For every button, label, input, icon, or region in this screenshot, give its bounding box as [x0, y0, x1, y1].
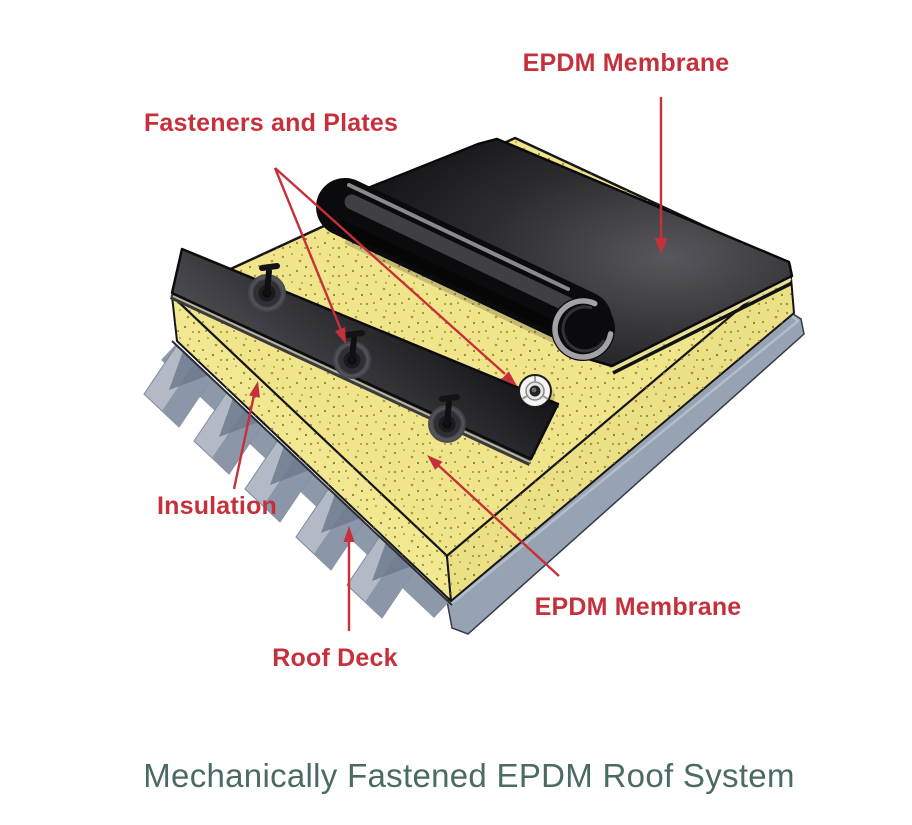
callout-arrows: [232, 97, 668, 631]
arrow-roof-deck: [343, 526, 355, 631]
label-roof-deck: Roof Deck: [272, 644, 398, 672]
arrow-epdm-membrane-top: [654, 97, 668, 254]
epdm-membrane-strip: [170, 247, 560, 466]
arrow-fasteners-2: [274, 167, 517, 386]
diagram-caption: Mechanically Fastened EPDM Roof System: [143, 757, 795, 794]
label-fasteners-and-plates: Fasteners and Plates: [143, 109, 399, 137]
label-epdm-membrane-top: EPDM Membrane: [522, 49, 730, 77]
arrow-fasteners-1: [273, 167, 346, 344]
fastener-and-plate-1: [248, 263, 286, 312]
label-epdm-membrane-bottom: EPDM Membrane: [534, 593, 742, 621]
arrow-epdm-membrane-bottom: [427, 455, 560, 577]
epdm-membrane-sheet: [316, 137, 794, 375]
fastener-and-plate-2: [333, 330, 371, 379]
label-insulation: Insulation: [156, 492, 278, 520]
fastener-plate-exposed: [518, 374, 555, 409]
arrow-insulation: [232, 381, 260, 490]
fastener-and-plate-3: [428, 394, 466, 443]
epdm-membrane-roll: [316, 178, 615, 361]
roof-deck-layer: [143, 311, 805, 635]
